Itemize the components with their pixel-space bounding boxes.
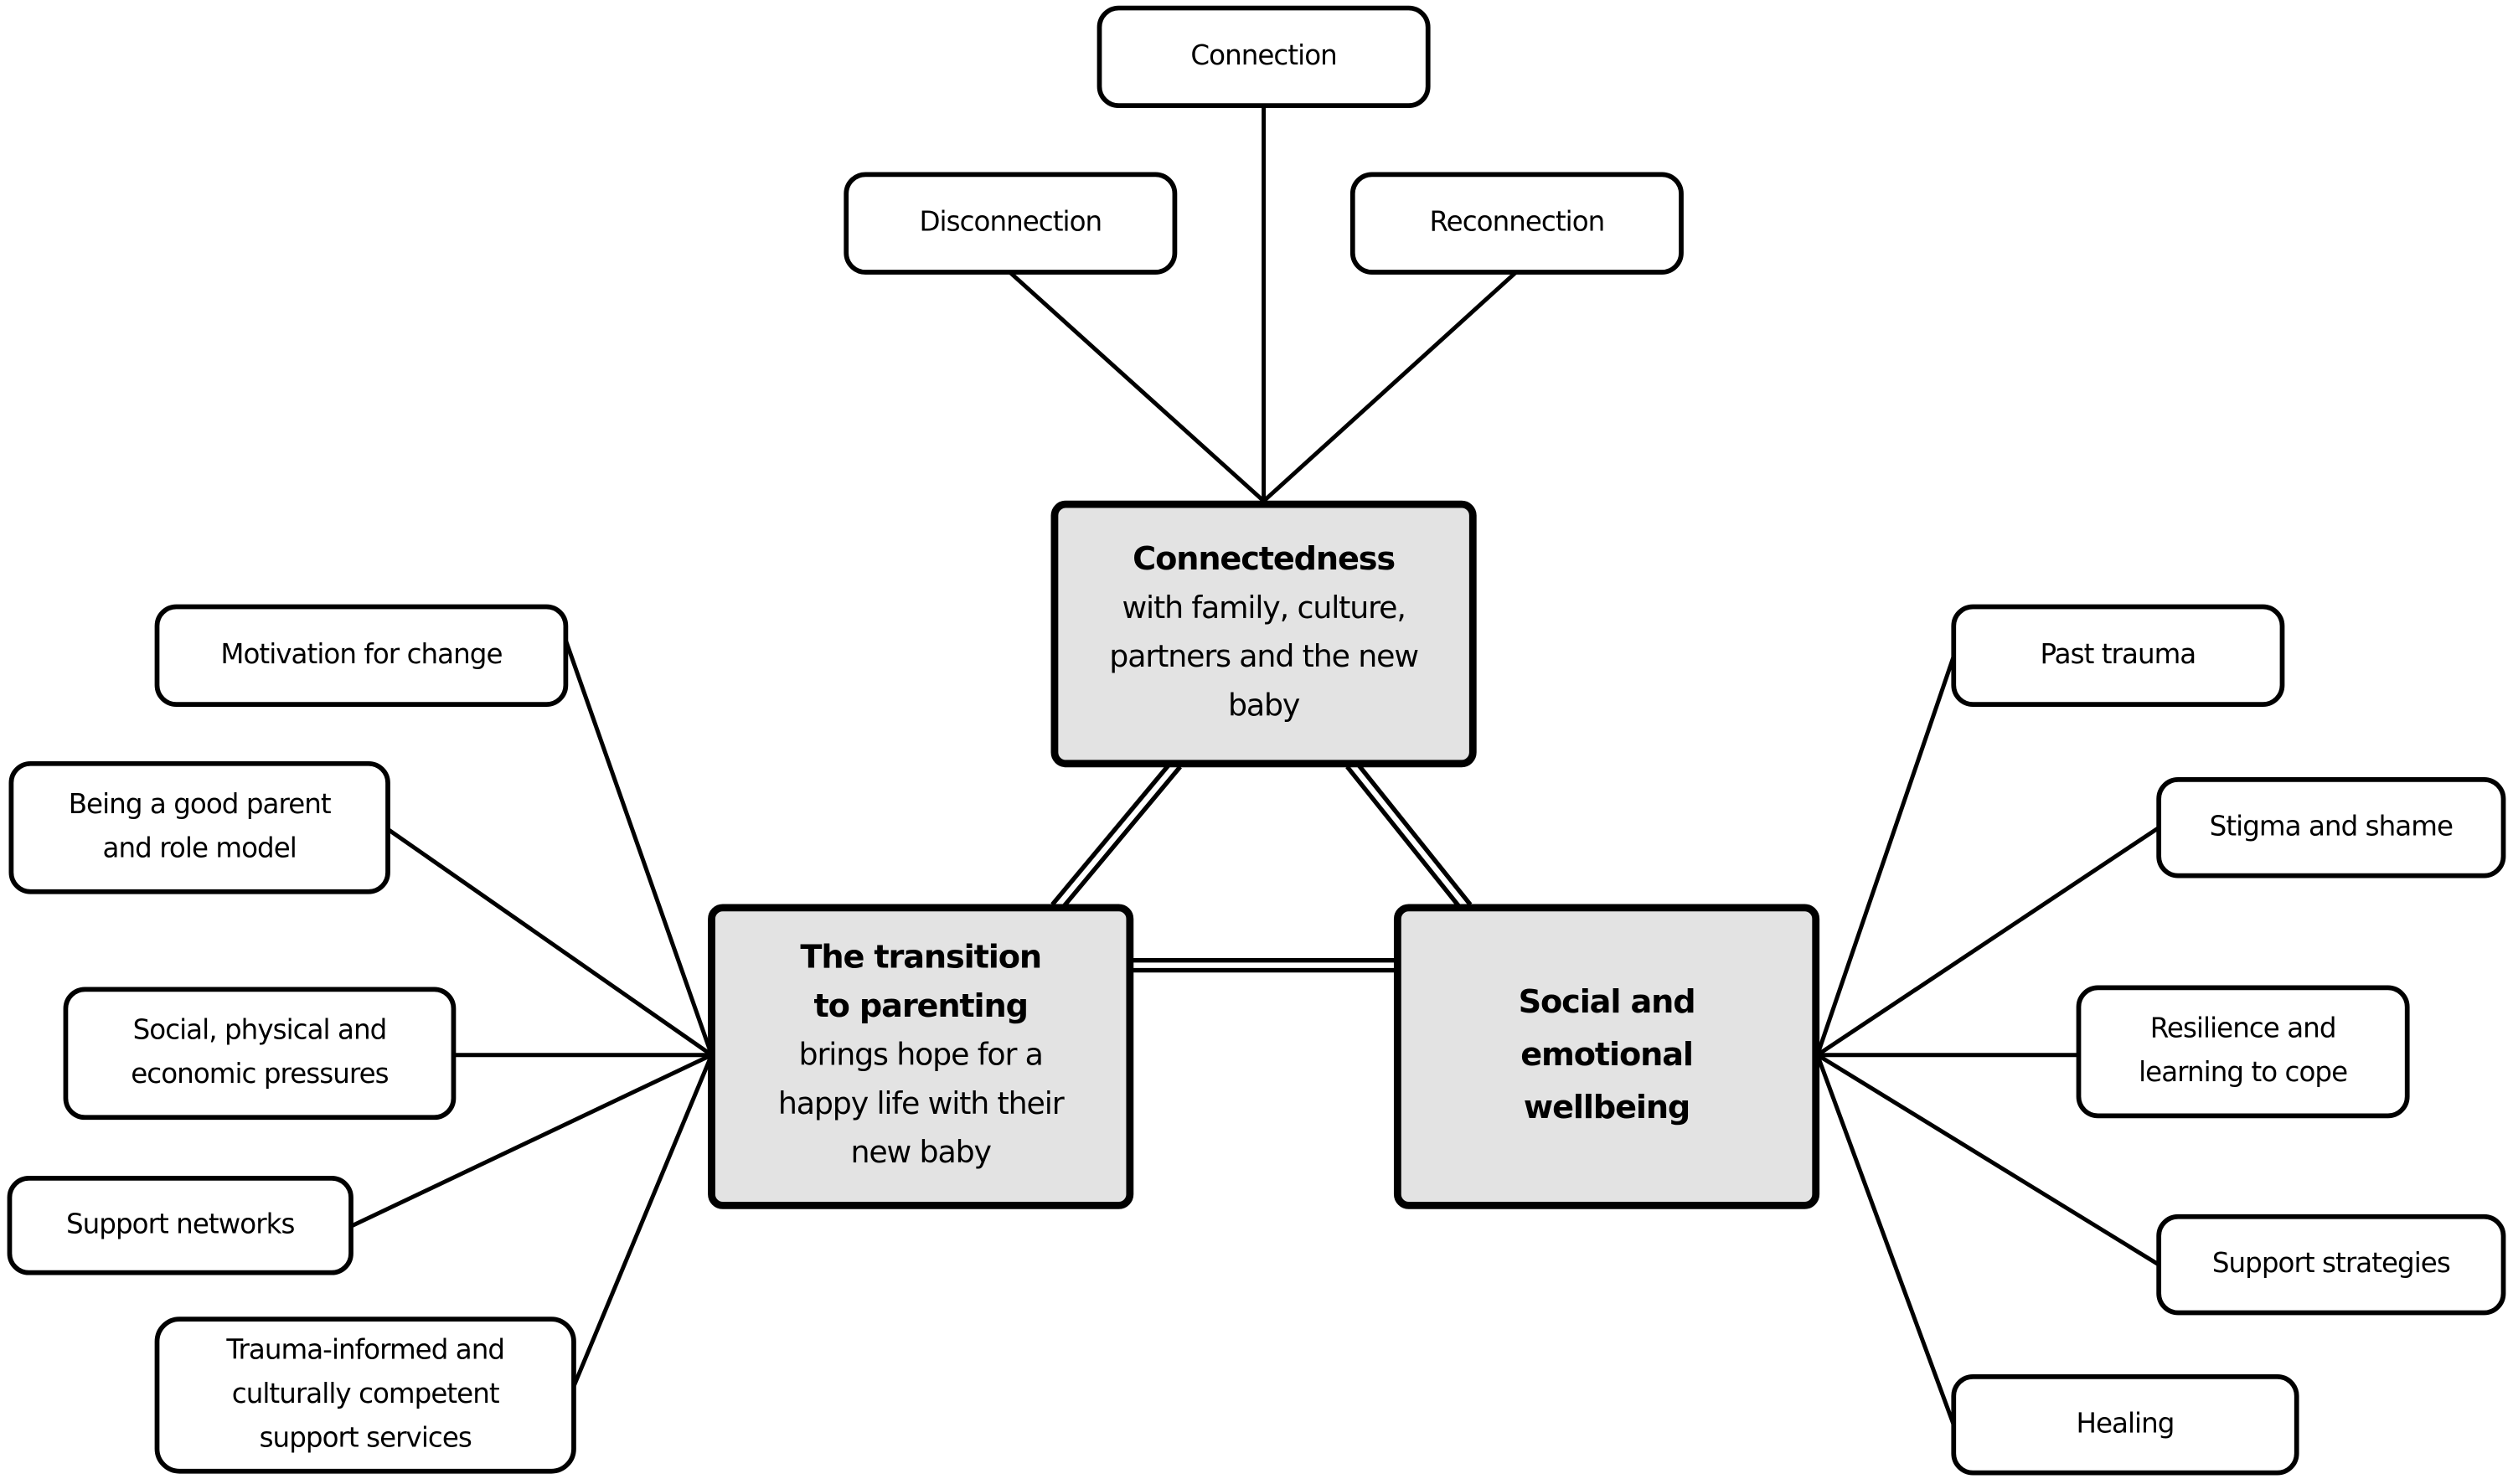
subtheme-label: Resilience and bbox=[2150, 1013, 2336, 1044]
subtheme-good-parent[interactable]: Being a good parent and role model bbox=[8, 760, 390, 894]
subtheme-label: Social, physical and bbox=[133, 1014, 387, 1046]
connector-good-parent-to-transition bbox=[386, 827, 713, 1057]
subtheme-disconnection[interactable]: Disconnection bbox=[844, 172, 1178, 275]
subtheme-trauma-informed[interactable]: Trauma-informed and culturally competent s… bbox=[154, 1317, 576, 1474]
subtheme-label: Healing bbox=[2076, 1407, 2174, 1439]
main-theme-box bbox=[708, 904, 1134, 1209]
main-theme-title: emotional bbox=[1520, 1037, 1693, 1074]
subtheme-healing[interactable]: Healing bbox=[1951, 1374, 2299, 1476]
subtheme-pressures[interactable]: Social, physical and economic pressures bbox=[63, 987, 457, 1121]
subtheme-connection[interactable]: Connection bbox=[1097, 5, 1431, 109]
main-theme-connectedness[interactable]: Connectedness with family, culture, partne… bbox=[1050, 500, 1477, 768]
connector-trauma-informed-to-transition bbox=[571, 1054, 714, 1388]
subtheme-box bbox=[154, 604, 569, 707]
subtheme-box bbox=[844, 172, 1178, 275]
subtheme-resilience[interactable]: Resilience and learning to cope bbox=[2076, 985, 2410, 1119]
subtheme-label: Connection bbox=[1190, 39, 1336, 71]
connector-layer bbox=[349, 106, 2160, 1426]
double-link-connectedness-wellbeing bbox=[1345, 759, 1473, 913]
connector-support-networks-to-transition bbox=[349, 1053, 713, 1229]
main-theme-title: to parenting bbox=[813, 988, 1027, 1025]
main-theme-title: wellbeing bbox=[1524, 1090, 1690, 1126]
subtheme-label: economic pressures bbox=[131, 1058, 388, 1090]
subtheme-support-networks[interactable]: Support networks bbox=[7, 1176, 353, 1275]
main-theme-title: Connectedness bbox=[1133, 541, 1395, 578]
connector-stigma-to-wellbeing bbox=[1816, 826, 2160, 1057]
main-theme-description: baby bbox=[1228, 687, 1300, 723]
subtheme-box bbox=[1951, 1374, 2299, 1476]
connector-disconnection-to-connectedness bbox=[1008, 271, 1266, 503]
subtheme-label: Stigma and shame bbox=[2210, 810, 2453, 842]
subtheme-box bbox=[154, 1317, 576, 1474]
main-theme-title: The transition bbox=[800, 940, 1041, 976]
connector-past-trauma-to-wellbeing bbox=[1815, 655, 1956, 1056]
subtheme-box bbox=[7, 1176, 353, 1275]
connector-support-strategies-to-wellbeing bbox=[1816, 1053, 2160, 1267]
subtheme-stigma[interactable]: Stigma and shame bbox=[2156, 777, 2506, 879]
subtheme-label: Trauma-informed and bbox=[225, 1333, 504, 1365]
main-theme-title: Social and bbox=[1519, 984, 1695, 1021]
subtheme-past-trauma[interactable]: Past trauma bbox=[1951, 604, 2285, 707]
main-theme-description: with family, culture, bbox=[1122, 590, 1405, 626]
connector-motivation-to-transition bbox=[564, 639, 714, 1056]
subtheme-box bbox=[2156, 1213, 2506, 1316]
node-layer: Connectedness with family, culture, partne… bbox=[7, 5, 2506, 1476]
subtheme-label: learning to cope bbox=[2139, 1056, 2347, 1088]
connector-reconnection-to-connectedness bbox=[1262, 271, 1518, 503]
subtheme-box bbox=[1951, 604, 2285, 707]
main-theme-wellbeing[interactable]: Social and emotional wellbeing bbox=[1393, 904, 1820, 1209]
subtheme-label: Reconnection bbox=[1429, 206, 1604, 238]
main-theme-description: partners and the new bbox=[1109, 638, 1418, 674]
main-theme-box bbox=[1050, 500, 1477, 768]
subtheme-label: Support strategies bbox=[2212, 1247, 2450, 1279]
subtheme-label: Support networks bbox=[66, 1208, 295, 1239]
subtheme-motivation[interactable]: Motivation for change bbox=[154, 604, 569, 707]
subtheme-label: and role model bbox=[103, 832, 297, 864]
subtheme-label: Motivation for change bbox=[220, 638, 502, 670]
subtheme-box bbox=[1349, 172, 1684, 275]
main-theme-description: new baby bbox=[850, 1134, 991, 1170]
subtheme-box bbox=[2156, 777, 2506, 879]
subtheme-label: culturally competent bbox=[232, 1378, 499, 1409]
subtheme-reconnection[interactable]: Reconnection bbox=[1349, 172, 1684, 275]
subtheme-support-strategies[interactable]: Support strategies bbox=[2156, 1213, 2506, 1316]
double-link-connectedness-transition bbox=[1050, 759, 1182, 913]
main-theme-description: brings hope for a bbox=[799, 1037, 1043, 1073]
connector-healing-to-wellbeing bbox=[1815, 1054, 1956, 1426]
main-theme-transition[interactable]: The transition to parenting brings hope fo… bbox=[708, 904, 1134, 1209]
subtheme-box bbox=[2076, 985, 2410, 1119]
subtheme-label: Disconnection bbox=[919, 206, 1102, 238]
double-link-gap bbox=[1349, 761, 1469, 909]
subtheme-label: Being a good parent bbox=[69, 788, 331, 820]
subtheme-box bbox=[63, 987, 457, 1121]
subtheme-box bbox=[1097, 5, 1431, 109]
subtheme-label: Past trauma bbox=[2040, 638, 2196, 670]
subtheme-box bbox=[8, 760, 390, 894]
main-theme-box bbox=[1393, 904, 1820, 1209]
double-link-gap bbox=[1054, 761, 1179, 909]
main-theme-description: happy life with their bbox=[778, 1085, 1065, 1121]
subtheme-label: support services bbox=[260, 1421, 472, 1453]
